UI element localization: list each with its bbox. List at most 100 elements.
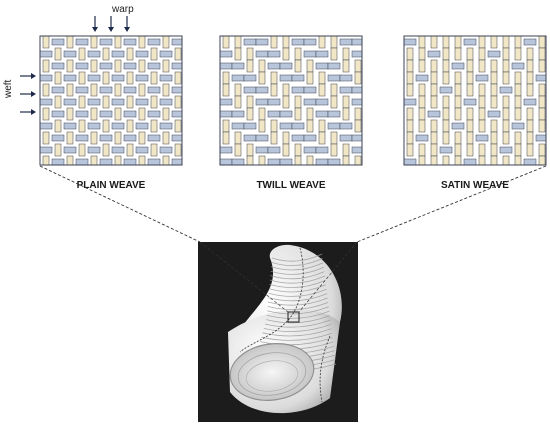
- warp-segment: [138, 155, 146, 165]
- warp-segment: [454, 47, 462, 61]
- warp-segment: [478, 107, 486, 121]
- warp-segment: [270, 131, 278, 145]
- weft-segment: [327, 62, 341, 70]
- warp-segment: [42, 59, 50, 73]
- weft-segment: [255, 86, 269, 94]
- warp-segment: [246, 107, 254, 121]
- weft-segment: [111, 74, 125, 82]
- warp-segment: [270, 71, 278, 85]
- weft-segment: [159, 50, 173, 58]
- hose-rib: [268, 293, 328, 302]
- warp-segment: [442, 131, 450, 145]
- satin-weave-frame: [403, 35, 547, 166]
- warp-arrowhead: [108, 27, 114, 32]
- weft-segment: [291, 122, 305, 130]
- warp-segment: [330, 143, 338, 157]
- weft-segment: [63, 98, 77, 106]
- warp-segment: [42, 83, 50, 97]
- warp-segment: [66, 107, 74, 121]
- hose-rib: [266, 310, 330, 319]
- warp-segment: [234, 36, 242, 49]
- weft-segment: [327, 122, 341, 130]
- weft-segment: [291, 74, 305, 82]
- warp-segment: [90, 59, 98, 73]
- weft-arrowhead: [31, 109, 36, 115]
- weft-segment: [351, 38, 362, 46]
- weft-segment: [351, 134, 362, 142]
- warp-segment: [502, 47, 510, 61]
- weft-segment: [40, 146, 53, 154]
- warp-segment: [162, 131, 170, 145]
- warp-segment: [282, 95, 290, 109]
- warp-segment: [246, 59, 254, 73]
- weft-segment: [351, 98, 362, 106]
- warp-segment: [258, 59, 266, 73]
- weft-segment: [291, 38, 305, 46]
- weft-segment: [88, 171, 100, 177]
- warp-segment: [430, 71, 438, 85]
- warp-segment: [222, 131, 230, 145]
- weft-segment: [147, 158, 161, 165]
- warp-segment: [430, 143, 438, 157]
- plain-weave-frame: [39, 35, 183, 166]
- weft-segment: [243, 38, 257, 46]
- weft-segment: [267, 98, 281, 106]
- warp-segment: [103, 168, 109, 180]
- weft-segment: [159, 74, 173, 82]
- warp-segment: [478, 59, 486, 73]
- weft-segment: [351, 146, 362, 154]
- warp-segment: [126, 143, 134, 157]
- weft-segment: [63, 74, 77, 82]
- warp-segment: [514, 155, 522, 165]
- warp-segment: [466, 71, 474, 85]
- warp-segment: [479, 168, 485, 180]
- warp-segment: [282, 131, 290, 145]
- warp-segment: [526, 119, 534, 133]
- warp-segment: [174, 71, 182, 85]
- warp-segment: [259, 168, 265, 180]
- warp-segment: [442, 47, 450, 61]
- weft-segment: [87, 146, 101, 154]
- weft-segment: [160, 171, 172, 177]
- weft-segment: [147, 110, 161, 118]
- weft-segment: [147, 134, 161, 142]
- hose-rib: [267, 306, 329, 315]
- warp-segment: [342, 143, 350, 157]
- weft-segment: [147, 38, 161, 46]
- warp-segment: [442, 59, 450, 73]
- warp-segment: [114, 107, 122, 121]
- warp-segment: [514, 131, 522, 145]
- warp-segment: [175, 168, 181, 180]
- warp-segment: [234, 47, 242, 61]
- warp-segment: [418, 83, 426, 97]
- weft-segment: [220, 50, 233, 58]
- warp-segment: [342, 155, 350, 165]
- warp-segment: [526, 83, 534, 97]
- weft-segment: [171, 134, 182, 142]
- warp-segment: [318, 119, 326, 133]
- weft-segment: [159, 146, 173, 154]
- warp-segment: [234, 143, 242, 157]
- warp-segment: [418, 59, 426, 73]
- warp-segment: [490, 119, 498, 133]
- weft-segment: [99, 38, 113, 46]
- warp-segment: [90, 36, 98, 49]
- weft-segment: [315, 50, 329, 58]
- warp-segment: [114, 131, 122, 145]
- warp-segment: [114, 83, 122, 97]
- warp-segment: [318, 131, 326, 145]
- warp-segment: [430, 36, 438, 49]
- weft-segment: [112, 171, 124, 177]
- weft-segment: [135, 146, 149, 154]
- weft-segment: [303, 134, 317, 142]
- weft-arrowhead: [31, 73, 36, 79]
- weft-segment: [279, 62, 293, 70]
- warp-segment: [126, 47, 134, 61]
- warp-segment: [319, 168, 325, 180]
- warp-segment: [466, 119, 474, 133]
- warp-segment: [407, 168, 413, 180]
- warp-segment: [502, 131, 510, 145]
- hose-rib: [260, 337, 333, 346]
- warp-segment: [442, 36, 450, 49]
